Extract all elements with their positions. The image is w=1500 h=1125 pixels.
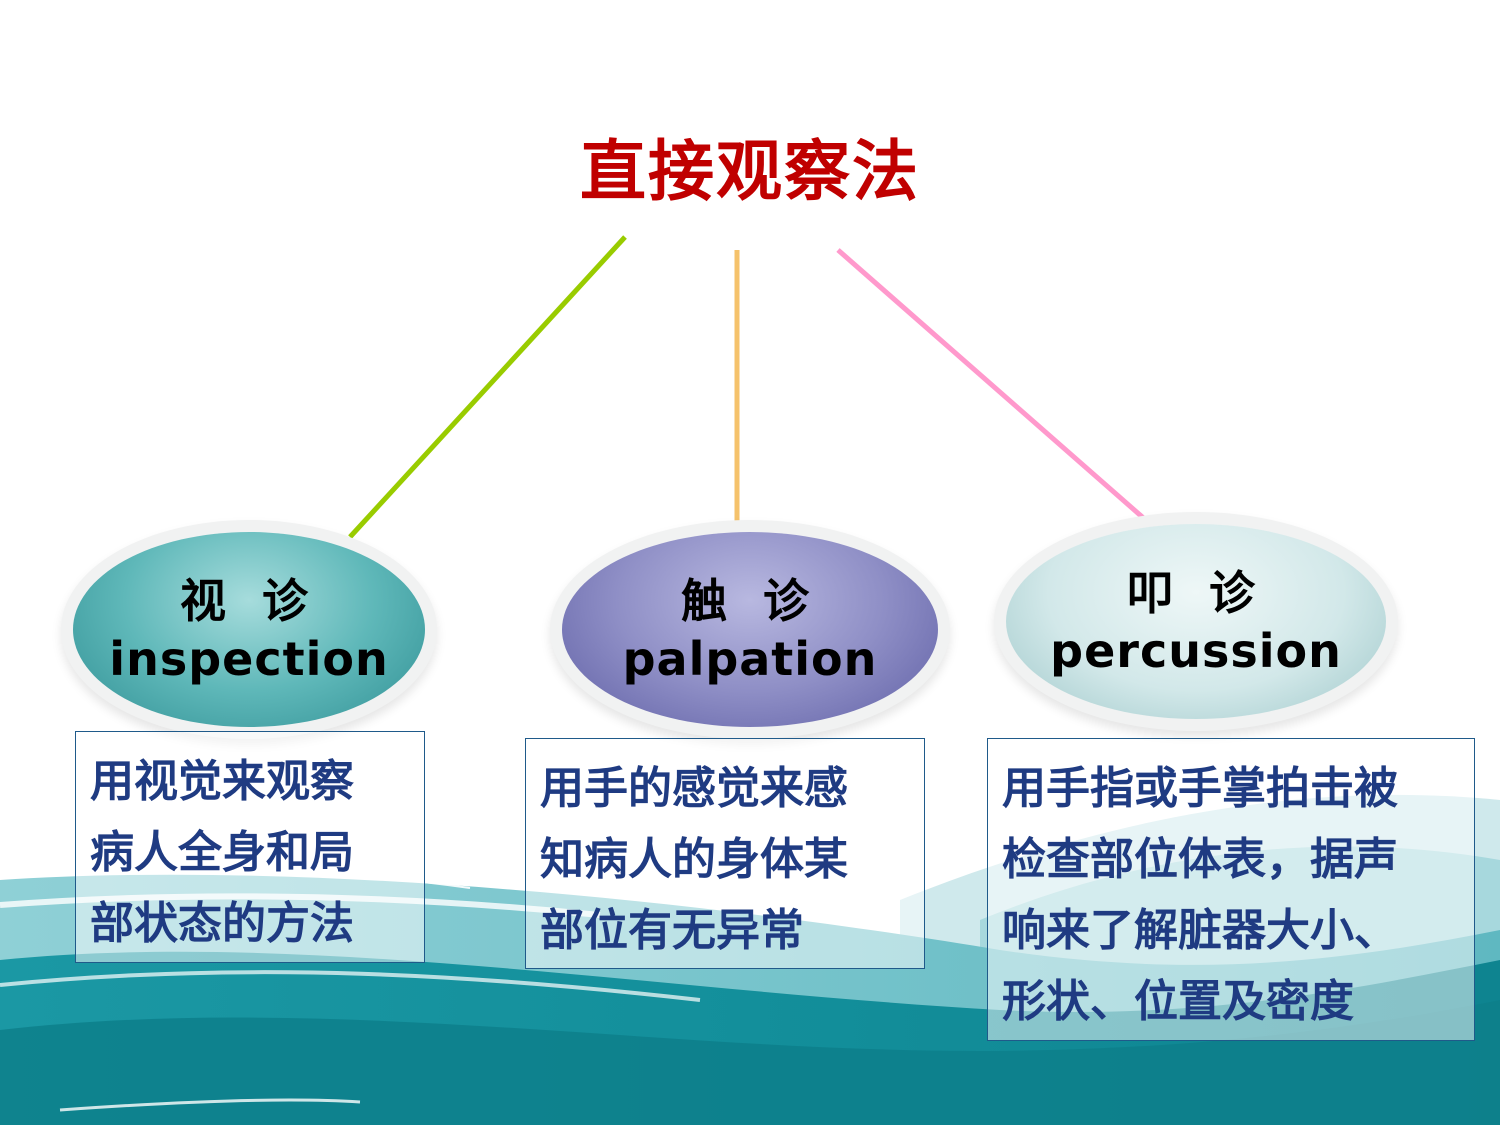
node-label-en: palpation	[622, 631, 878, 686]
desc-line: 用手的感觉来感	[540, 763, 848, 814]
node-label-cn: 触 诊	[680, 573, 819, 628]
desc-line: 响来了解脏器大小、	[1002, 905, 1398, 956]
node-inspection: 视 诊 inspection	[73, 532, 425, 727]
desc-box-palpation: 用手的感觉来感 知病人的身体某 部位有无异常	[525, 738, 925, 969]
desc-box-inspection: 用视觉来观察 病人全身和局 部状态的方法	[75, 731, 425, 963]
node-label-en: percussion	[1050, 623, 1342, 678]
desc-line: 病人全身和局	[90, 827, 354, 878]
node-label-cn: 视 诊	[179, 573, 318, 628]
connector-line-right	[836, 248, 1150, 524]
node-label-cn: 叩 诊	[1126, 565, 1265, 620]
desc-line: 用视觉来观察	[90, 756, 354, 807]
node-percussion: 叩 诊 percussion	[1006, 524, 1386, 719]
node-label-en: inspection	[109, 631, 389, 686]
diagram-title: 直接观察法	[580, 133, 920, 210]
connector-line-left	[348, 235, 627, 539]
desc-box-percussion: 用手指或手掌拍击被 检查部位体表，据声 响来了解脏器大小、 形状、位置及密度	[987, 738, 1475, 1041]
desc-line: 部位有无异常	[540, 905, 804, 956]
desc-line: 部状态的方法	[90, 898, 354, 949]
node-palpation: 触 诊 palpation	[562, 532, 938, 727]
desc-line: 知病人的身体某	[540, 834, 848, 885]
desc-line: 形状、位置及密度	[1002, 976, 1354, 1027]
desc-line: 用手指或手掌拍击被	[1002, 763, 1398, 814]
desc-line: 检查部位体表，据声	[1002, 834, 1398, 885]
